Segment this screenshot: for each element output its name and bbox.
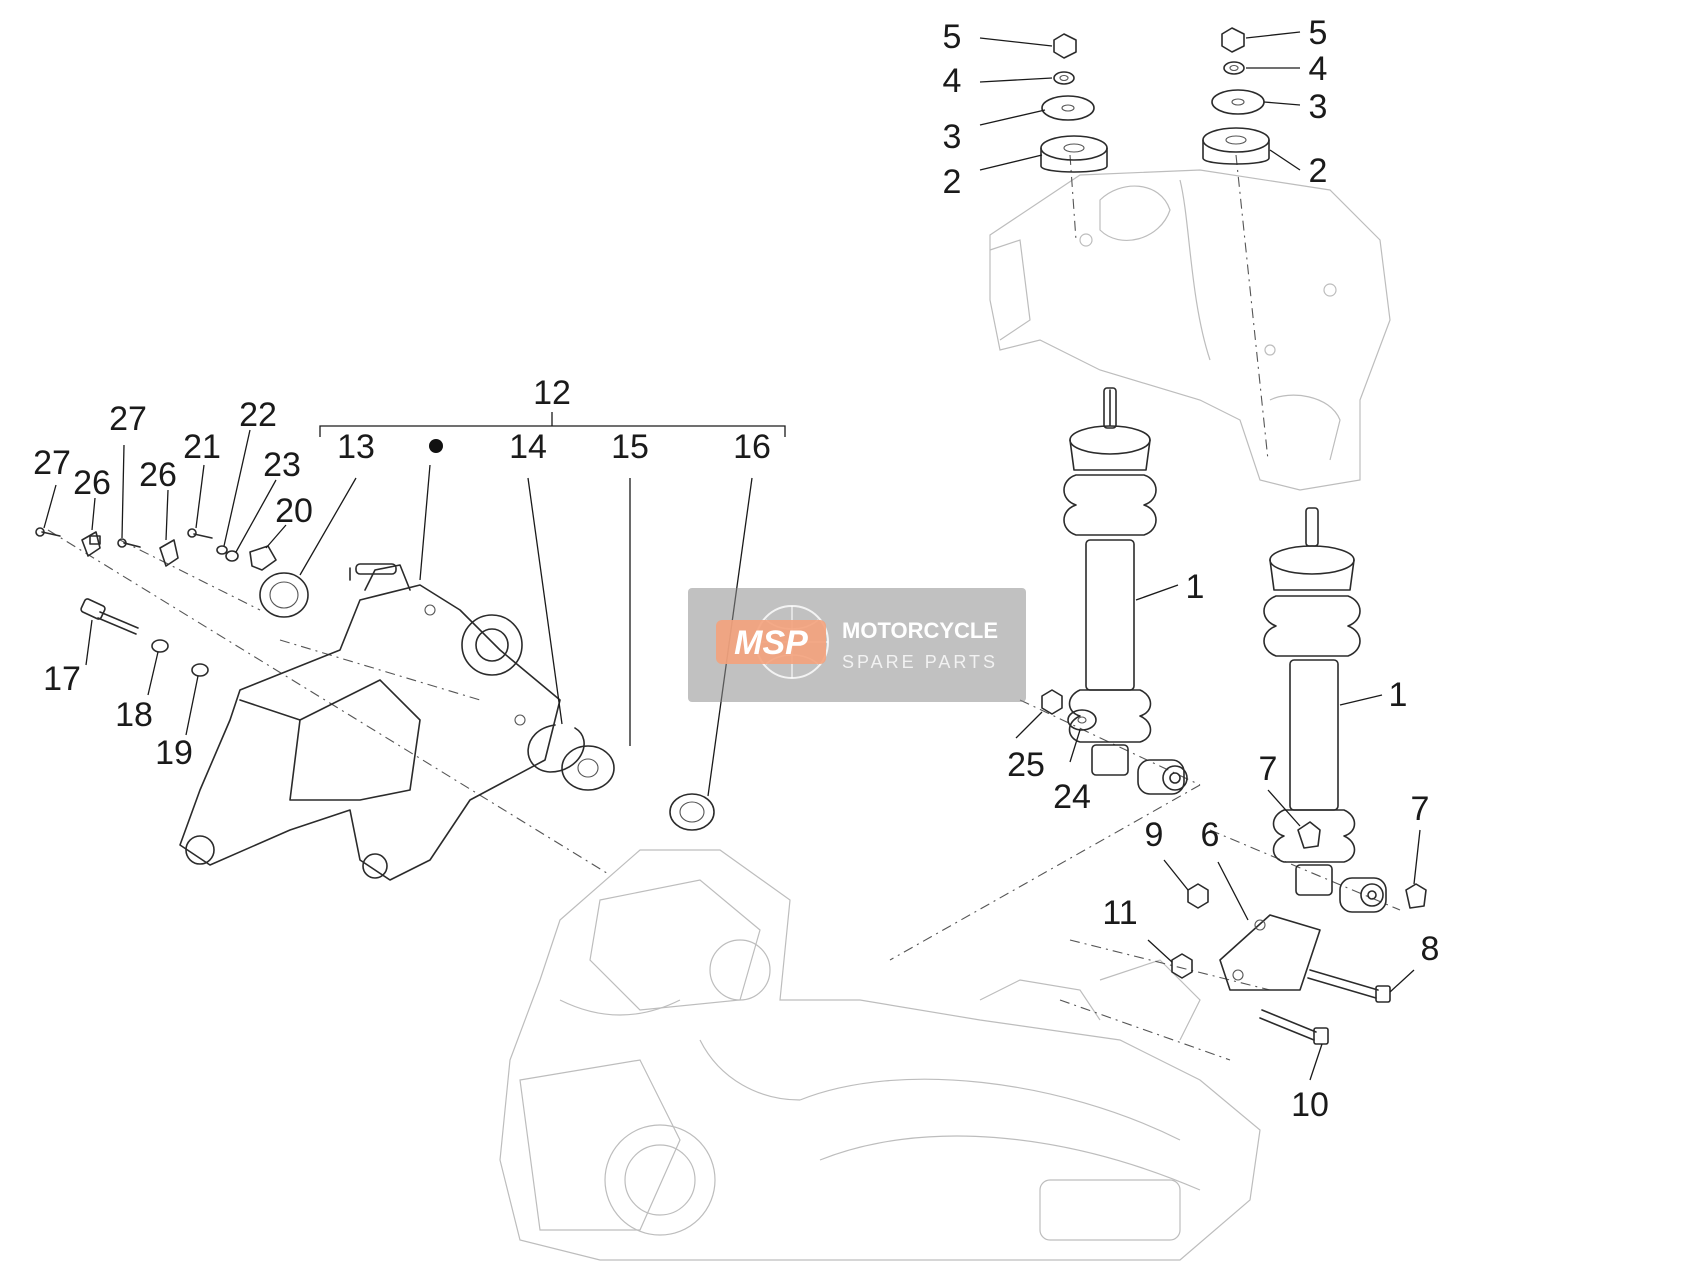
callout-26: 26 — [139, 456, 177, 494]
callout-16: 16 — [733, 428, 771, 466]
callout-1: 1 — [1389, 676, 1408, 714]
callout-12: 12 — [533, 374, 571, 412]
callout-6: 6 — [1201, 816, 1220, 854]
callout-13: 13 — [337, 428, 375, 466]
callout-19: 19 — [155, 734, 193, 772]
callout-22: 22 — [239, 396, 277, 434]
callout-21: 21 — [183, 428, 221, 466]
callout-8: 8 — [1421, 930, 1440, 968]
callout-3: 3 — [1309, 88, 1328, 126]
callout-7: 7 — [1259, 750, 1278, 788]
callout-15: 15 — [611, 428, 649, 466]
callout-27: 27 — [109, 400, 147, 438]
callout-18: 18 — [115, 696, 153, 734]
callout-4: 4 — [1309, 50, 1328, 88]
swing-arm-hardware — [35, 527, 715, 831]
callout-24: 24 — [1053, 778, 1091, 816]
callout-1: 1 — [1186, 568, 1205, 606]
callout-4: 4 — [943, 62, 962, 100]
callout-7: 7 — [1411, 790, 1430, 828]
assembly-lines — [47, 154, 1401, 1061]
callout-14: 14 — [509, 428, 547, 466]
callout-26: 26 — [73, 464, 111, 502]
callout-11: 11 — [1102, 894, 1137, 932]
shock-absorber-left — [1063, 387, 1188, 795]
callout-27: 27 — [33, 444, 71, 482]
callout-labels: 5 4 3 2 5 4 3 2 12 13 14 15 16 27 27 26 … — [33, 14, 1439, 1124]
shock-absorber-right — [1263, 507, 1387, 913]
callout-23: 23 — [263, 446, 301, 484]
top-mount-hardware-right — [1202, 27, 1270, 165]
callout-2: 2 — [943, 163, 962, 201]
callout-25: 25 — [1007, 746, 1045, 784]
callout-5: 5 — [1309, 14, 1328, 52]
top-mount-hardware-left — [1040, 33, 1108, 173]
leader-lines — [43, 31, 1421, 1081]
swing-arm — [179, 563, 561, 881]
bracket-hardware — [1041, 689, 1427, 1045]
watermark-logo: MSP — [734, 624, 808, 662]
callout-3: 3 — [943, 118, 962, 156]
callout-9: 9 — [1145, 816, 1164, 854]
frame-ghost — [989, 169, 1391, 491]
callout-5: 5 — [943, 18, 962, 56]
watermark-line2: SPARE PARTS — [842, 652, 998, 672]
watermark-line1: MOTORCYCLE — [842, 618, 998, 643]
engine-ghost — [499, 849, 1261, 1261]
callout-10: 10 — [1291, 1086, 1329, 1124]
callout-17: 17 — [43, 660, 81, 698]
callout-2: 2 — [1309, 152, 1328, 190]
callout-20: 20 — [275, 492, 313, 530]
watermark: MSP MOTORCYCLE SPARE PARTS — [688, 588, 1026, 702]
